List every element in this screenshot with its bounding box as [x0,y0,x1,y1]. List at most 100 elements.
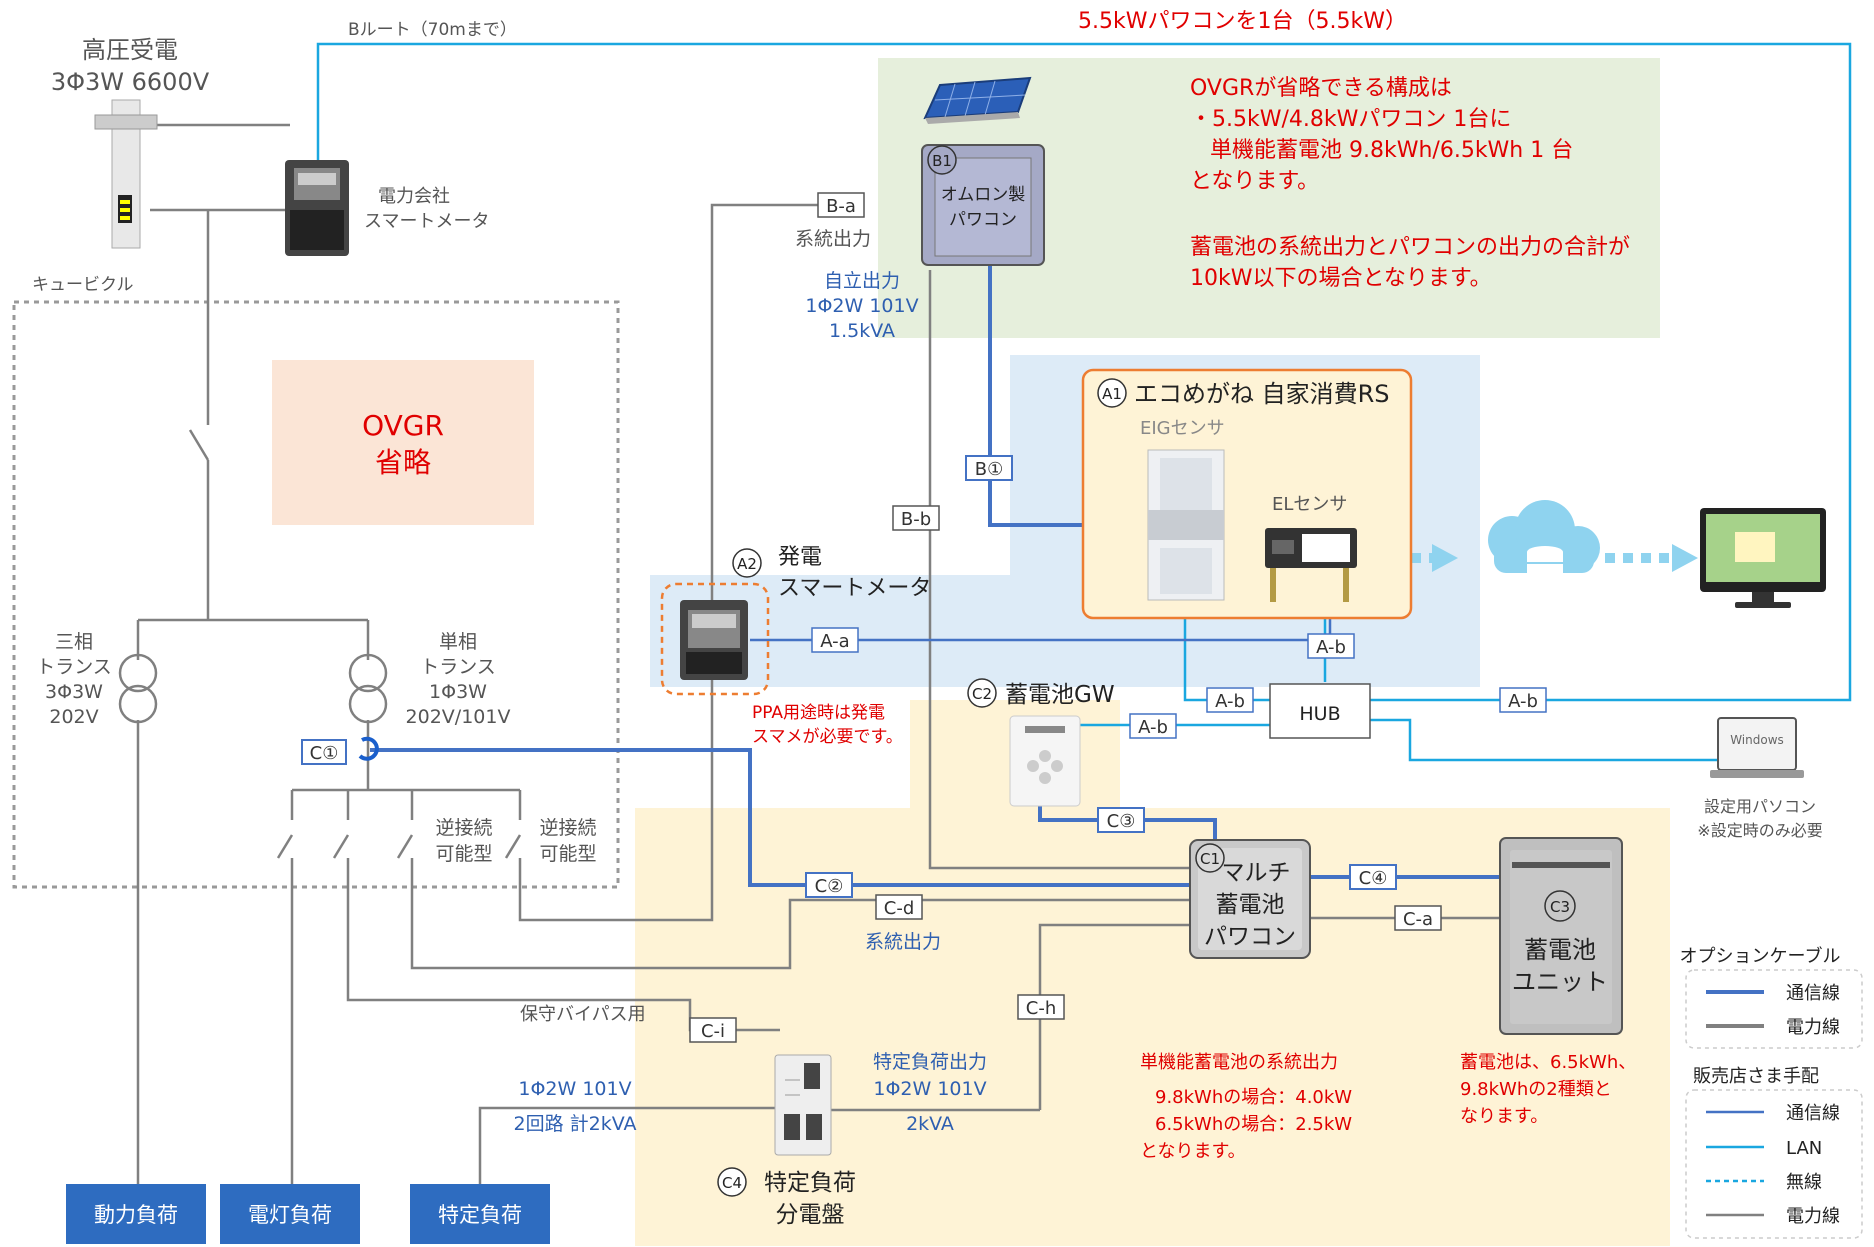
hoshu-label: 保守バイパス用 [520,1004,646,1025]
cable-c4-label: C④ [1359,868,1388,889]
bat-line3: なります。 [1460,1106,1548,1127]
bat-line1: 蓄電池は、6.5kWh、 [1460,1052,1636,1073]
gyaku-b-line1: 逆接続 [539,817,596,839]
pc-line1: 設定用パソコン [1704,797,1816,816]
jiritsu-line3: 1.5kVA [829,320,895,342]
tan-line2: 9.8kWhの場合：4.0kW [1155,1087,1352,1108]
cable-bb-label: B-b [901,509,931,530]
tokutei-out-line1: 特定負荷出力 [873,1051,987,1073]
c3-line2: ユニット [1512,968,1608,996]
eig-sensor-icon [1147,449,1225,601]
ovgr-line2: 省略 [375,446,431,479]
c4-line1: 特定負荷 [764,1170,856,1196]
monitor-icon [1700,508,1826,608]
cable-c1-label: C① [310,743,339,764]
tan-line1: 単機能蓄電池の系統出力 [1140,1052,1338,1073]
legend-opt-comm: 通信線 [1786,983,1840,1004]
hub-label: HUB [1299,703,1340,725]
legend-opt-power: 電力線 [1786,1017,1840,1038]
badge-a1-text: A1 [1102,385,1122,403]
cable-ab-label-4: A-b [1508,691,1538,712]
meter-line1: 電力会社 [378,186,450,207]
a1-eig-label: EIGセンサ [1140,418,1225,439]
cable-cd-label: C-d [884,898,915,919]
legend-d-comm: 通信線 [1786,1103,1840,1124]
gyaku-b-line2: 可能型 [539,843,596,865]
trans1-line3: 1Φ3W [429,681,487,703]
cable-b-circle-badge [965,455,1013,481]
pcs-b1-front [934,157,1032,257]
legend-option-title: オプションケーブル [1680,945,1841,967]
laptop-screen-label: Windows [1730,733,1784,747]
badge-b1-text: B1 [932,152,952,170]
trans3-line3: 3Φ3W [45,681,103,703]
cable-c4-badge [1349,864,1397,890]
cable-ab-label-2: A-b [1215,691,1245,712]
hub-box [1269,683,1371,739]
cable-ci-badge [689,1017,737,1043]
badge-c4-text: C4 [722,1174,742,1192]
cable-ab-badge-2 [1206,687,1254,713]
laptop-icon [1710,717,1804,778]
note-line2: ・5.5kW/4.8kWパワコン 1台に [1190,107,1511,132]
badge-c1-circle [1195,843,1225,873]
badge-a2-text: A2 [737,555,757,573]
c1-line2: 蓄電池 [1216,892,1285,918]
cable-ch-label: C-h [1026,998,1056,1019]
battery-gw-icon [1009,715,1081,807]
ppa-line2: スマメが必要です。 [752,727,903,747]
cable-ab-badge-4 [1499,687,1547,713]
load-doryoku-label: 動力負荷 [94,1203,178,1227]
gen-smart-meter-icon [680,600,748,680]
tokutei-out-line3: 2kVA [906,1113,954,1135]
title-top: 5.5kWパワコンを1台（5.5kW） [1078,9,1407,34]
load-tokutei-label: 特定負荷 [438,1203,522,1227]
tan-line4: となります。 [1140,1141,1246,1162]
badge-c2-circle [967,678,997,708]
legend-d-lan: LAN [1786,1138,1822,1159]
load-tokutei-box [410,1184,550,1244]
legend-dealer-title: 販売店さま手配 [1693,1066,1819,1087]
c3-line1: 蓄電池 [1524,936,1596,964]
hv-line2: 3Φ3W 6600V [51,68,210,96]
legend-d-power: 電力線 [1786,1206,1840,1227]
c2-title: 蓄電池GW [1005,682,1115,708]
gyaku-a-line2: 可能型 [435,843,492,865]
badge-c2-text: C2 [972,685,992,703]
trans1-line2: トランス [420,656,496,678]
a2-line2: スマートメータ [778,576,931,601]
cable-c3-badge [1097,807,1145,833]
badge-c1-text: C1 [1200,850,1220,868]
cable-cd-badge [875,894,923,920]
trans1-line1: 単相 [439,631,477,653]
cable-ba-label: B-a [826,196,856,217]
cable-ab-badge-3 [1129,713,1177,739]
legend-dealer-frame [1685,1089,1863,1239]
cable-b-circle-label: B① [975,459,1004,480]
cable-c2-label: C② [815,876,844,897]
cable-ca-badge [1394,905,1442,931]
cable-ci-label: C-i [701,1021,725,1042]
utility-meter-icon [285,160,349,256]
trans3-line1: 三相 [55,631,93,653]
badge-a1-circle [1097,378,1127,408]
cable-ba-badge [817,192,865,218]
cable-ab-label-1: A-b [1316,637,1346,658]
cubicle-frame [12,300,620,889]
pc-line2: ※設定時のみ必要 [1697,821,1822,840]
a2-dashed-frame [660,582,770,696]
load-doryoku-box [66,1184,206,1244]
trans3-line4: 202V [49,706,98,728]
a1-title: エコめがね 自家消費RS [1134,380,1390,408]
note-line4: となります。 [1190,169,1319,194]
legend-option-frame [1685,969,1863,1049]
cable-aa-badge [811,627,859,653]
badge-c3-circle [1544,890,1576,922]
cubicle-label: キュービクル [32,275,134,295]
c1-pcs-front [1198,848,1302,950]
el-sensor-icon [1265,528,1357,602]
badge-a2-circle [732,548,762,578]
pcs-b1-line1: オムロン製 [941,185,1026,205]
trans1-line4: 202V/101V [406,706,511,728]
